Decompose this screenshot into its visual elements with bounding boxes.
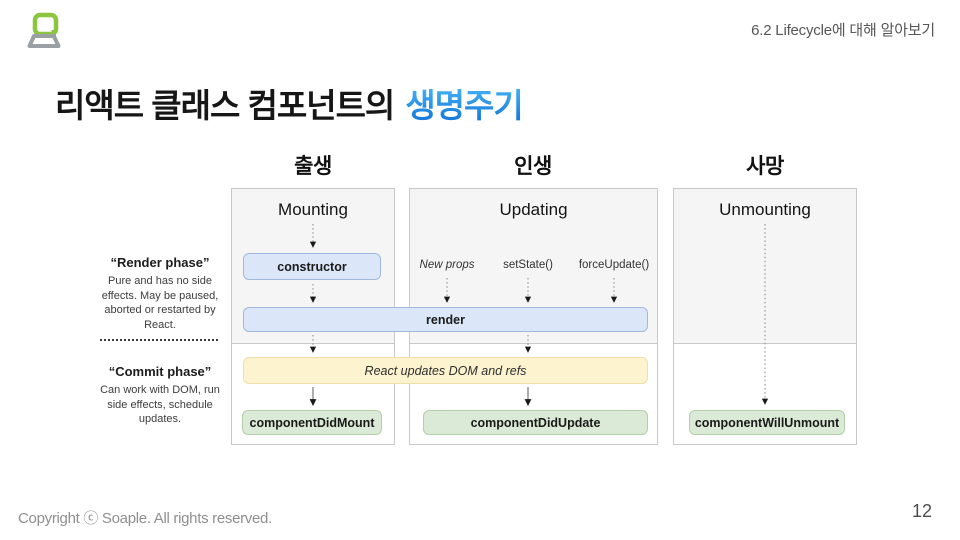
column-unmounting: Unmounting: [673, 188, 857, 445]
column-unmounting-render-region: Unmounting: [673, 188, 857, 344]
stage-label-birth: 출생: [294, 155, 332, 178]
page-title-prefix: 리액트 클래스 컴포넌트의: [55, 87, 395, 124]
section-reference: 6.2 Lifecycle에 대해 알아보기: [751, 22, 935, 39]
commit-phase-title: “Commit phase”: [108, 364, 212, 379]
soaple-logo-icon: [27, 12, 61, 48]
page-title: 리액트 클래스 컴포넌트의 생명주기: [55, 79, 524, 127]
column-updating-title: Updating: [499, 200, 568, 219]
component-did-update-node: componentDidUpdate: [423, 410, 648, 435]
column-unmounting-title: Unmounting: [719, 200, 811, 219]
set-state-label: setState(): [503, 259, 553, 271]
new-props-label: New props: [419, 259, 475, 271]
force-update-label: forceUpdate(): [578, 259, 650, 271]
page-title-accent: 생명주기: [405, 87, 523, 124]
column-mounting-title: Mounting: [278, 200, 348, 219]
stage-label-death: 사망: [746, 155, 784, 178]
render-node: render: [243, 307, 648, 332]
commit-phase-description: Can work with DOM, run side effects, sch…: [100, 384, 220, 426]
phase-divider-dotted-line: [100, 339, 218, 341]
constructor-node: constructor: [243, 253, 381, 280]
render-phase-title: “Render phase”: [110, 255, 210, 270]
copyright-text: Copyright ⓒ Soaple. All rights reserved.: [18, 510, 272, 527]
render-phase-description: Pure and has no side effects. May be pau…: [101, 275, 219, 331]
page-number: 12: [911, 501, 932, 521]
stage-label-life: 인생: [514, 155, 552, 178]
component-did-mount-node: componentDidMount: [242, 410, 382, 435]
component-will-unmount-node: componentWillUnmount: [689, 410, 845, 435]
react-updates-dom-node: React updates DOM and refs: [243, 357, 648, 384]
